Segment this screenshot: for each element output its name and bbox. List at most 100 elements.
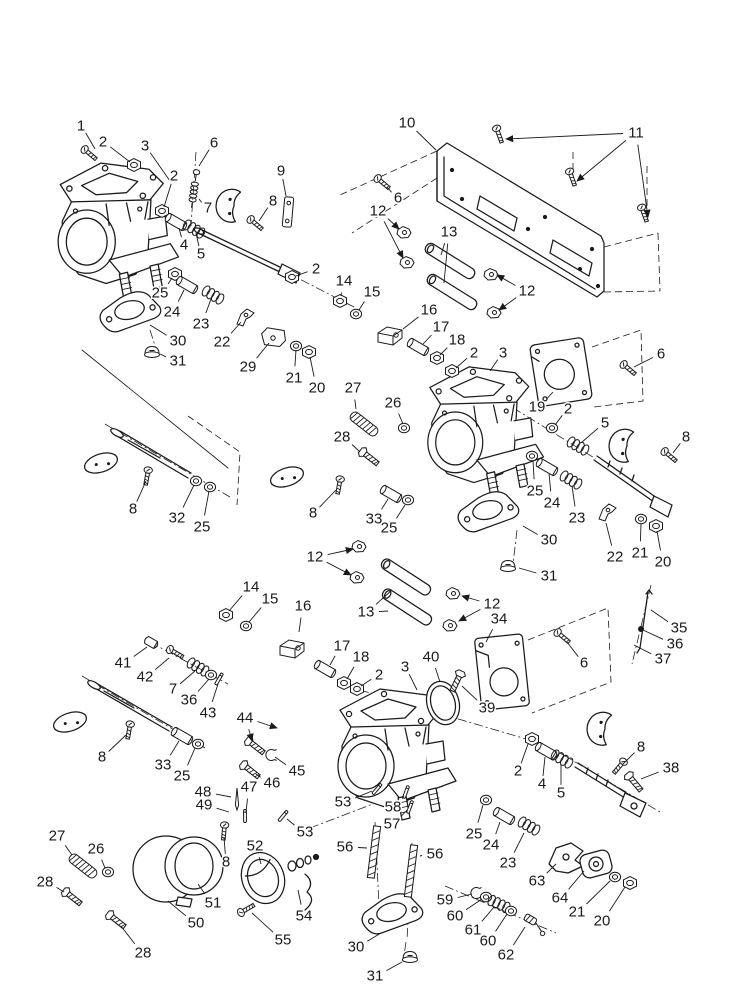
leader-line — [354, 399, 357, 410]
leader-line — [401, 809, 408, 817]
callout-label-26: 26 — [385, 395, 402, 412]
leader-line — [465, 898, 483, 911]
leader-line — [251, 912, 274, 933]
leader-line — [387, 218, 400, 230]
leader-line — [297, 889, 302, 905]
callout-label-19: 19 — [529, 399, 546, 416]
callout-label-33: 33 — [155, 757, 172, 774]
callout-label-4: 4 — [538, 776, 546, 793]
callout-label-6: 6 — [580, 655, 588, 672]
callout-label-39: 39 — [479, 700, 496, 717]
leader-line — [457, 893, 473, 898]
part-cable-glyph — [520, 912, 550, 937]
carburetor-body-top — [57, 162, 180, 298]
callout-label-23: 23 — [193, 316, 210, 333]
callout-label-21: 21 — [286, 370, 303, 387]
part-nut-glyph — [445, 364, 459, 378]
callout-label-20: 20 — [594, 913, 611, 930]
leader-line — [505, 133, 624, 143]
part-washer-glyph — [203, 481, 217, 493]
callout-label-16: 16 — [295, 598, 312, 615]
leader-line — [286, 818, 295, 826]
callout-label-12: 12 — [370, 203, 387, 220]
callout-label-35: 35 — [671, 620, 688, 637]
leader-line — [495, 821, 501, 835]
part-block-glyph — [279, 639, 305, 659]
part-tee-glyph — [483, 268, 499, 281]
part-screw-glyph — [235, 900, 257, 919]
callout-label-25: 25 — [194, 519, 211, 536]
callout-label-5: 5 — [557, 785, 565, 802]
leader-line — [319, 489, 337, 508]
leader-line — [512, 926, 526, 946]
leader-line — [378, 610, 389, 612]
leader-line — [416, 130, 437, 151]
callout-label-24: 24 — [544, 495, 561, 512]
leader-line — [178, 227, 182, 238]
part-tee-glyph — [486, 306, 502, 319]
callout-label-57: 57 — [384, 816, 401, 833]
leader-line — [204, 490, 210, 516]
leader-line — [246, 729, 254, 742]
leader-line — [481, 906, 495, 922]
callout-label-49: 49 — [196, 797, 213, 814]
leader-line — [357, 847, 368, 849]
callout-label-2: 2 — [514, 763, 522, 780]
callout-label-56: 56 — [337, 839, 354, 856]
part-nut-glyph — [127, 158, 141, 172]
callout-label-25: 25 — [174, 768, 191, 785]
leader-line — [496, 274, 516, 286]
part-screw-glyph — [122, 719, 136, 741]
part-screw-glyph — [617, 358, 639, 378]
callout-label-22: 22 — [214, 334, 231, 351]
callout-label-12: 12 — [519, 283, 536, 300]
callout-label-15: 15 — [364, 284, 381, 301]
leader-line — [358, 301, 365, 311]
part-screw-glyph — [164, 643, 186, 662]
leader-line — [672, 443, 681, 454]
callout-label-30: 30 — [170, 333, 187, 350]
leader-line — [637, 144, 651, 218]
leader-line — [640, 771, 659, 780]
callout-label-8: 8 — [129, 501, 137, 518]
part-washer-glyph — [608, 871, 622, 883]
part-nut-glyph — [623, 876, 637, 890]
part-washer-glyph — [634, 513, 648, 525]
leader-line — [383, 221, 404, 259]
leader-line — [197, 678, 210, 692]
adapter-plate-34 — [474, 633, 530, 711]
leader-line — [581, 427, 599, 443]
leader-line — [396, 504, 406, 519]
leader-line — [495, 913, 508, 932]
callout-label-54: 54 — [296, 908, 313, 925]
part-nut-glyph — [525, 732, 539, 746]
leader-line — [622, 752, 635, 765]
callout-label-32: 32 — [169, 510, 186, 527]
callout-label-59: 59 — [437, 892, 454, 909]
part-washer-glyph — [545, 422, 559, 434]
callout-label-1: 1 — [77, 118, 85, 135]
leader-line — [205, 298, 212, 314]
callout-label-31: 31 — [170, 353, 187, 370]
leader-line — [274, 756, 287, 766]
callout-label-27: 27 — [345, 380, 362, 397]
leader-line — [461, 594, 480, 602]
leader-line — [401, 795, 405, 799]
leader-line — [298, 617, 302, 633]
part-bracket-glyph — [281, 196, 295, 228]
callout-label-52: 52 — [247, 838, 264, 855]
leader-line — [461, 685, 478, 701]
callout-label-62: 62 — [498, 947, 515, 964]
part-cylinder-glyph — [534, 457, 560, 477]
callout-label-2: 2 — [564, 401, 572, 418]
leader-line — [477, 804, 484, 823]
callout-label-7: 7 — [169, 681, 177, 698]
callout-label-45: 45 — [289, 763, 306, 780]
callout-label-25: 25 — [152, 285, 169, 302]
part-washer-glyph — [401, 494, 415, 506]
leader-line — [309, 356, 315, 377]
leader-line — [215, 793, 232, 798]
leader-line — [455, 357, 468, 369]
leader-line — [136, 480, 147, 502]
